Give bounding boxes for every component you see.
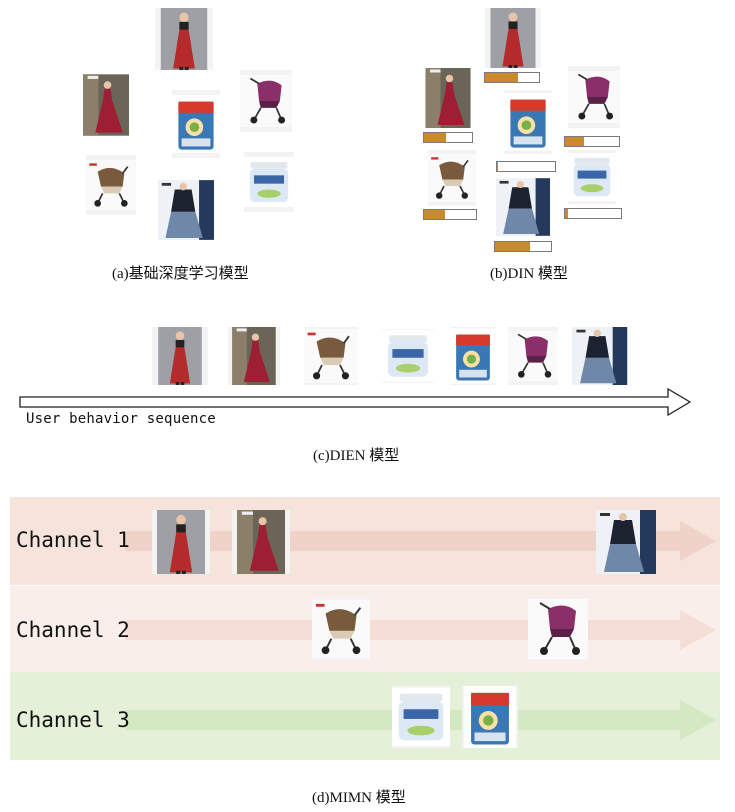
channel-label: Channel 1 bbox=[16, 528, 130, 552]
jacket-icon bbox=[496, 178, 550, 236]
long-dress-icon bbox=[232, 510, 290, 574]
attention-bar bbox=[423, 132, 473, 143]
milk-tub-icon bbox=[392, 686, 450, 748]
stroller-icon bbox=[240, 70, 292, 132]
sequence-arrow-icon bbox=[19, 387, 692, 417]
milk-tub-icon bbox=[568, 150, 616, 204]
attention-bar bbox=[564, 136, 620, 147]
attention-bar bbox=[423, 209, 477, 220]
milk-can-icon bbox=[450, 327, 496, 385]
jacket-icon bbox=[596, 510, 656, 574]
attention-fill bbox=[424, 133, 446, 142]
dress-icon bbox=[152, 510, 210, 574]
stroller-icon bbox=[86, 155, 136, 215]
channel-label: Channel 3 bbox=[16, 708, 130, 732]
attention-bar bbox=[564, 208, 622, 219]
panel-base-model bbox=[0, 0, 340, 290]
dress-icon bbox=[152, 327, 208, 385]
panel-din-model bbox=[400, 0, 735, 290]
jacket-icon bbox=[158, 180, 214, 240]
long-dress-icon bbox=[83, 74, 129, 136]
sequence-label: User behavior sequence bbox=[26, 411, 216, 427]
attention-fill bbox=[497, 162, 499, 171]
long-dress-icon bbox=[228, 327, 280, 385]
attention-fill bbox=[565, 137, 584, 146]
stroller-icon bbox=[508, 327, 558, 385]
channel-label: Channel 2 bbox=[16, 618, 130, 642]
dress-icon bbox=[155, 8, 213, 70]
panel-dien-model: User behavior sequence bbox=[0, 315, 735, 465]
caption-base-model: (a)基础深度学习模型 bbox=[112, 266, 249, 282]
long-dress-icon bbox=[425, 68, 471, 128]
milk-can-icon bbox=[504, 90, 552, 154]
attention-bar bbox=[484, 72, 540, 83]
attention-fill bbox=[424, 210, 445, 219]
milk-can-icon bbox=[172, 90, 220, 158]
stroller-icon bbox=[528, 598, 588, 660]
milk-tub-icon bbox=[382, 329, 434, 383]
milk-tub-icon bbox=[244, 152, 294, 212]
stroller-icon bbox=[312, 598, 370, 660]
caption-dien-model: (c)DIEN 模型 bbox=[313, 448, 400, 464]
attention-fill bbox=[565, 209, 568, 218]
attention-fill bbox=[495, 242, 530, 251]
jacket-icon bbox=[572, 327, 628, 385]
attention-bar bbox=[494, 241, 552, 252]
dress-icon bbox=[485, 8, 541, 68]
caption-mimn-model: (d)MIMN 模型 bbox=[312, 790, 406, 806]
caption-din-model: (b)DIN 模型 bbox=[490, 266, 568, 282]
stroller-icon bbox=[428, 150, 476, 206]
stroller-icon bbox=[304, 327, 358, 385]
attention-fill bbox=[485, 73, 519, 82]
milk-can-icon bbox=[462, 686, 518, 748]
attention-bar bbox=[496, 161, 556, 172]
stroller-icon bbox=[568, 66, 620, 128]
